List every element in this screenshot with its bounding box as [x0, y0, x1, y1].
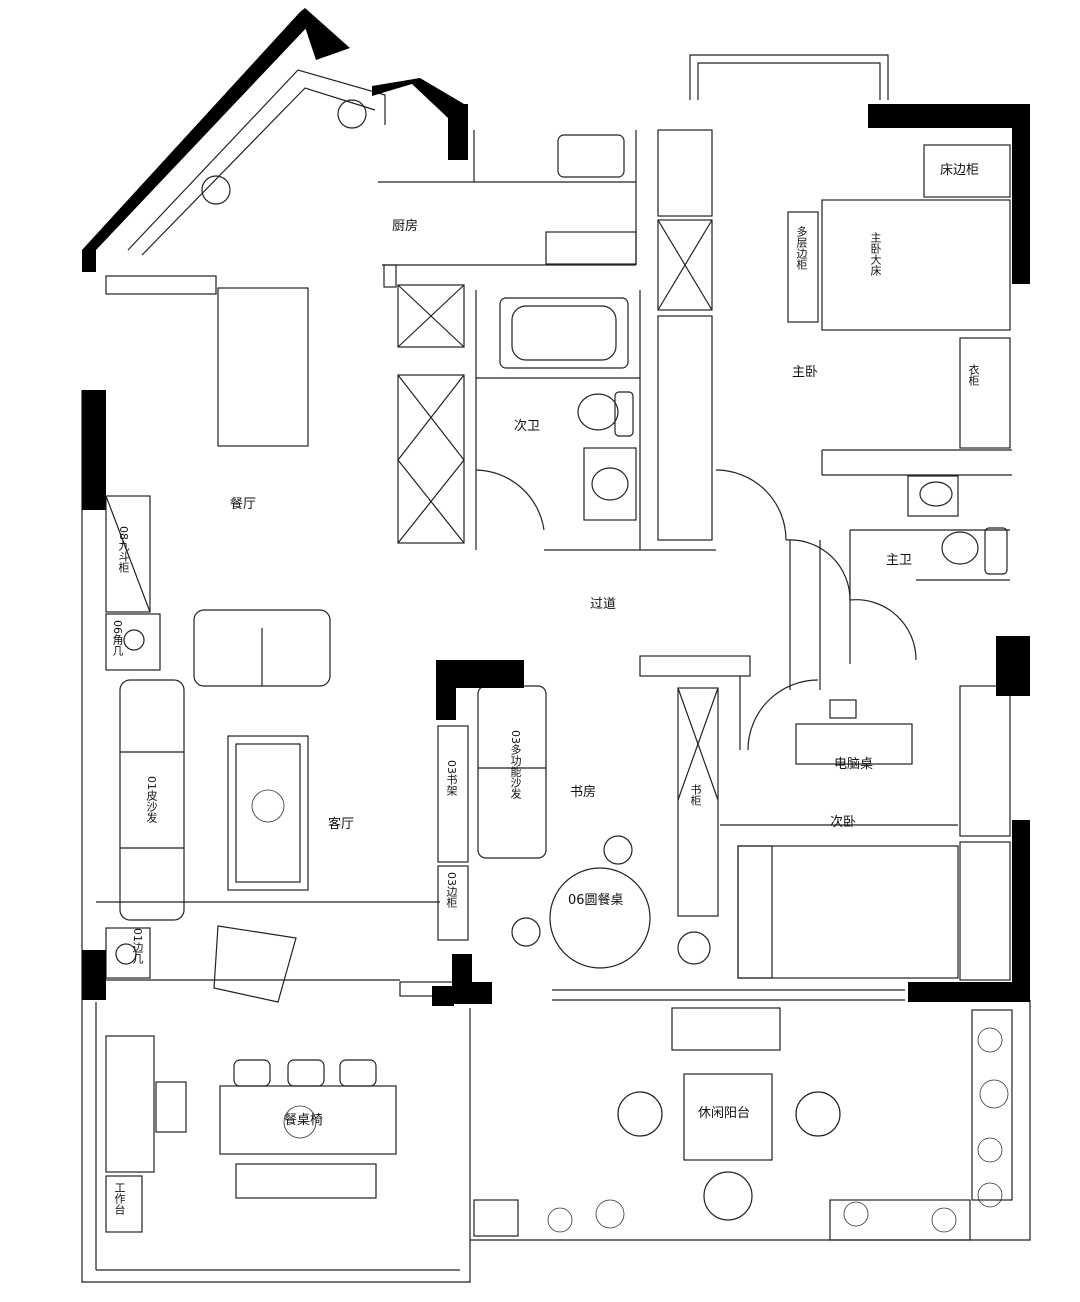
label-round-table: 06圆餐桌 — [568, 893, 624, 908]
room-label-second-bath: 次卫 — [514, 419, 541, 434]
label-nightstand: 床边柜 — [940, 163, 980, 178]
label-side-cabinet: 03边柜 — [445, 872, 458, 908]
label-wine-cabinet: 08九斗柜 — [117, 526, 130, 573]
label-bookcase: 03书架 — [445, 760, 458, 796]
label-dining-table: 餐桌椅 — [284, 1113, 324, 1128]
room-label-kitchen: 厨房 — [392, 219, 419, 234]
room-label-living: 客厅 — [328, 817, 355, 832]
label-cabinet: 书柜 — [689, 784, 702, 806]
room-label-second-bedroom: 次卧 — [830, 815, 857, 830]
room-label-master-bath: 主卫 — [886, 553, 913, 568]
room-label-study: 书房 — [570, 785, 597, 800]
label-computer-desk: 电脑桌 — [834, 757, 874, 772]
label-tall-cabinet: 衣柜 — [967, 364, 980, 386]
room-label-dining: 餐厅 — [230, 497, 257, 512]
room-label-corridor: 过道 — [590, 597, 617, 612]
room-label-balcony: 休闲阳台 — [696, 1106, 753, 1121]
room-label-master-bedroom: 主卧 — [792, 365, 819, 380]
label-master-bed: 主卧大床 — [869, 232, 882, 276]
label-leather-sofa: 01皮沙发 — [145, 776, 158, 823]
outer-boundary — [81, 390, 471, 1283]
label-multi-sofa: 03多功能沙发 — [509, 730, 522, 799]
label-side-table: 01边几 — [131, 928, 144, 964]
label-multi-layer-cabinet: 多层边柜 — [795, 226, 808, 270]
outer-boundary-right — [470, 1000, 1031, 1241]
label-corner-table: 06角几 — [111, 620, 124, 656]
label-work-desk: 工作台 — [113, 1182, 126, 1215]
